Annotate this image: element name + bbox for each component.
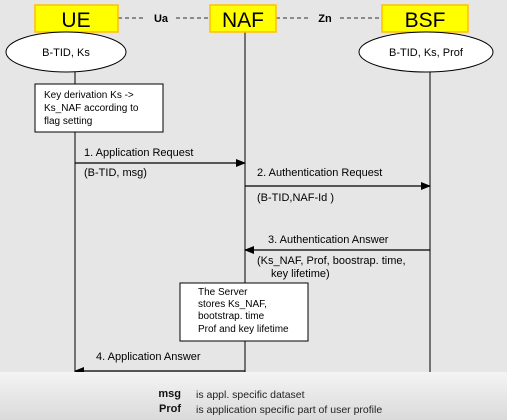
bsf-entity-label: BSF (405, 9, 446, 32)
message-1-params: (B-TID, msg) (84, 167, 147, 179)
message-3-label: 3. Authentication Answer (268, 234, 389, 246)
bsf-entity-box (381, 4, 469, 33)
server-store-line-1: The Server (198, 287, 248, 298)
ua-interface-label: Ua (154, 13, 169, 25)
server-store-line-4: Prof and key lifetime (198, 324, 289, 335)
ue-state-label: B-TID, Ks (42, 47, 90, 59)
legend-key-prof: Prof (159, 403, 181, 415)
zn-interface-label: Zn (318, 13, 332, 25)
server-store-note (179, 282, 309, 342)
bsf-state-label: B-TID, Ks, Prof (389, 47, 464, 59)
server-store-line-2: stores Ks_NAF, (198, 299, 267, 310)
key-derivation-line-1: Key derivation Ks -> (44, 90, 134, 101)
ue-state-ellipse (5, 31, 127, 73)
naf-entity-label: NAF (222, 9, 264, 32)
server-store-line-3: bootstrap. time (198, 311, 265, 322)
bsf-state-ellipse (358, 31, 494, 73)
key-derivation-line-3: flag setting (44, 116, 92, 127)
key-derivation-line-2: Ks_NAF according to (44, 103, 139, 114)
ue-entity-label: UE (61, 9, 90, 32)
naf-entity-box (209, 4, 277, 33)
message-3-params-line-1: (Ks_NAF, Prof, boostrap. time, (257, 255, 406, 267)
legend-key-msg: msg (158, 388, 181, 400)
key-derivation-note (34, 83, 164, 133)
message-2-label: 2. Authentication Request (257, 167, 382, 179)
message-2-params: (B-TID,NAF-Id ) (257, 192, 334, 204)
legend-value-prof: is application specific part of user pro… (196, 404, 383, 416)
message-3-params-line-2: key lifetime) (271, 268, 330, 280)
legend-band (0, 372, 507, 420)
message-1-label: 1. Application Request (84, 147, 193, 159)
legend-value-msg: is appl. specific dataset (196, 389, 305, 401)
message-4-label: 4. Application Answer (96, 351, 201, 363)
